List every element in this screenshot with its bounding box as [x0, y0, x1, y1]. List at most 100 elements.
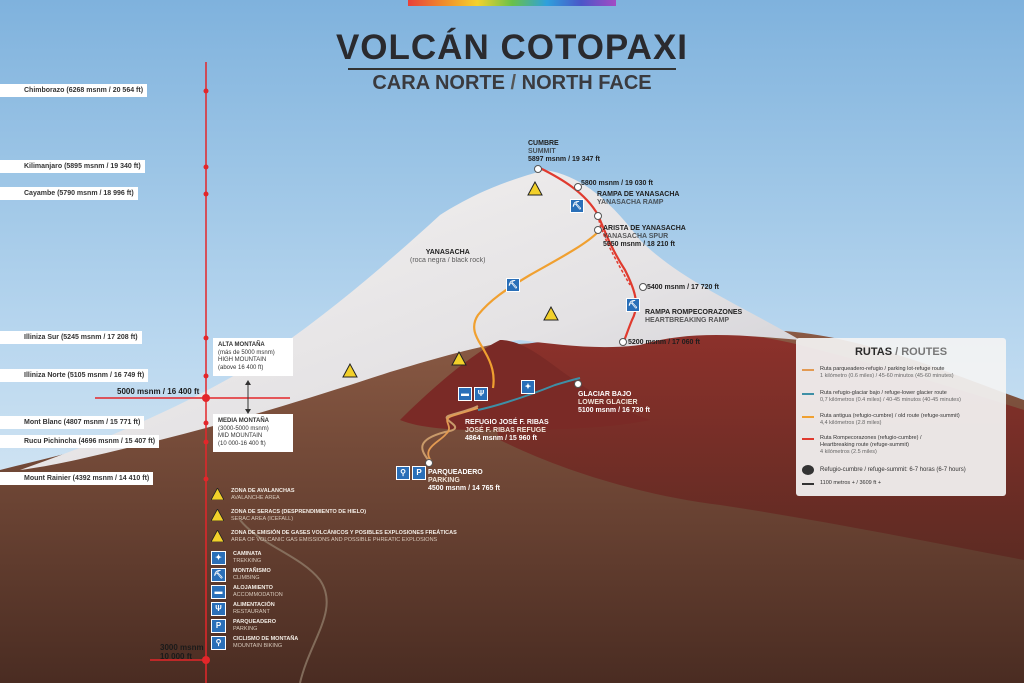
heartbreaking-route-dashed [597, 214, 631, 286]
route-3-line2: Heartbreaking route (refuge-summit) [820, 442, 909, 448]
subtitle-en: NORTH FACE [521, 72, 652, 94]
summit-label: CUMBRE SUMMIT 5897 msnm / 19 347 ft [528, 140, 600, 164]
legend-avalanche-en: AVALANCHE AREA [231, 495, 280, 501]
arista-en: YANASACHA SPUR [603, 233, 669, 240]
glacier-marker[interactable] [574, 380, 582, 388]
legend-restaurant-es: ALIMENTACIÓN [233, 602, 275, 608]
restaurant-icon: Ψ [211, 602, 226, 616]
mid-zone-en: MID MOUNTAIN [218, 433, 263, 439]
snow-cap [20, 170, 800, 470]
parking-es: PARQUEADERO [428, 469, 483, 476]
marker-3000-dot [202, 656, 210, 664]
climbing-icon: ⛏ [506, 278, 520, 292]
route-0-line1: Ruta parqueadero-refugio / parking lot-r… [820, 366, 945, 372]
route-refuge-glacier: Ruta refugio-glaciar bajo / refuge-lower… [802, 390, 1002, 404]
legend-climbing-en: CLIMBING [233, 575, 260, 581]
route-swatch [802, 369, 814, 371]
route-0-line2: 1 kilómetro (0.6 miles) / 45-60 minutos … [820, 373, 954, 379]
serac-warning-icon [211, 509, 224, 521]
access-road [239, 519, 328, 683]
marker-5000-dot [202, 394, 210, 402]
refuge-label: REFUGIO JOSÉ F. RIBAS JOSÉ F. RIBAS REFU… [465, 419, 549, 443]
marker-3000-label-a: 3000 msnm [160, 643, 204, 652]
high-mountain-zone: ALTA MONTAÑA (más de 5000 msnm) HIGH MOU… [213, 338, 293, 376]
rompecorazones-es: RAMPA ROMPECORAZONES [645, 309, 743, 316]
route-1-line2: 0,7 kilómetros (0.4 miles) / 40-45 minut… [820, 397, 961, 403]
legend-parking-en: PARKING [233, 626, 258, 632]
climbing-icon: ⛏ [211, 568, 226, 582]
ramp-marker[interactable] [594, 212, 602, 220]
parking-icon: P [412, 466, 426, 480]
rainbow-strip [408, 0, 616, 6]
routes-legend: RUTAS / ROUTES Ruta parqueadero-refugio … [796, 338, 1006, 496]
legend-parking-es: PARQUEADERO [233, 619, 276, 625]
climbing-icon: ⛏ [626, 298, 640, 312]
glacier-label: GLACIAR BAJO LOWER GLACIER 5100 msnm / 1… [578, 391, 650, 415]
p5400-marker[interactable] [639, 283, 647, 291]
route-heartbreaking: Ruta Rompecorazones (refugio-cumbre) /He… [802, 435, 1002, 456]
page-title: VOLCÁN COTOPAXI [335, 28, 689, 67]
restaurant-icon: Ψ [474, 387, 488, 401]
avalanche-warning-icon [211, 488, 224, 500]
high-zone-en: HIGH MOUNTAIN [218, 357, 267, 363]
mid-zone-es: MEDIA MONTAÑA [218, 418, 269, 424]
route-swatch [802, 438, 814, 440]
route-time-text: Refugio-cumbre / refuge-summit: 6-7 hora… [820, 467, 966, 473]
subtitle-es: CARA NORTE [372, 72, 505, 94]
route-time-note: Refugio-cumbre / refuge-summit: 6-7 hora… [802, 465, 1002, 475]
legend-biking-es: CICLISMO DE MONTAÑA [233, 636, 299, 642]
parking-marker[interactable] [425, 459, 433, 467]
bicycle-icon: ⚲ [211, 636, 226, 650]
title-divider [348, 68, 676, 70]
parking-label: PARQUEADERO PARKING 4500 msnm / 14 765 f… [428, 469, 500, 493]
summit-marker[interactable] [534, 165, 542, 173]
legend-accommodation-en: ACCOMMODATION [233, 592, 283, 598]
arista-es: ARISTA DE YANASACHA [603, 225, 686, 232]
gas-warning-icon [211, 530, 224, 542]
legend-gas-en: AREA OF VOLCANIC GAS EMISSIONS AND POSSI… [231, 537, 438, 543]
legend-restaurant-en: RESTAURANT [233, 609, 270, 615]
hiking-icon: ✦ [521, 380, 535, 394]
old-route [473, 231, 599, 389]
peak-label-mont-blanc: Mont Blanc (4807 msnm / 15 771 ft) [0, 416, 145, 429]
high-zone-es: ALTA MONTAÑA [218, 342, 265, 348]
peak-label-mount-rainier: Mount Rainier (4392 msnm / 14 410 ft) [0, 472, 154, 485]
peak-label-kilimanjaro: Kilimanjaro (5895 msnm / 19 340 ft) [0, 160, 145, 173]
yanasacha-es: YANASACHA [425, 249, 470, 256]
glacier-en: LOWER GLACIER [578, 399, 638, 406]
route-3-line1: Ruta Rompecorazones (refugio-cumbre) / [820, 435, 922, 441]
ramp-yanasacha-es: RAMPA DE YANASACHA [597, 191, 680, 198]
peak-label-illiniza-norte: Illiniza Norte (5105 msnm / 16 749 ft) [0, 369, 149, 382]
mid-mountain-zone: MEDIA MONTAÑA (3000-5000 msnm) MID MOUNT… [213, 414, 293, 452]
route-gain-text: 1100 metros + / 3609 ft + [820, 480, 882, 486]
parking-refuge-route [427, 407, 479, 463]
peak-label-rucu-pichincha: Rucu Pichincha (4696 msnm / 15 407 ft) [0, 435, 160, 448]
summit-en: SUMMIT [528, 148, 556, 155]
refuge-glacier-route [477, 377, 581, 411]
yanasacha-label: YANASACHA (roca negra / black rock) [410, 249, 485, 265]
legend-item-gas: ZONA DE EMISIÓN DE GASES VOLCÁNICOS Y PO… [211, 530, 457, 544]
hiking-icon: ✦ [211, 551, 226, 565]
arista-marker[interactable] [594, 226, 602, 234]
route-2-line2: 4,4 kilómetros (2.8 miles) [820, 420, 882, 426]
bicycle-icon: ⚲ [396, 466, 410, 480]
rompecorazones-label: RAMPA ROMPECORAZONES HEARTBREAKING RAMP [645, 309, 742, 325]
parking-icon: P [211, 619, 226, 633]
mid-zone-es-range: (3000-5000 msnm) [218, 425, 269, 432]
route-parking-refuge: Ruta parqueadero-refugio / parking lot-r… [802, 366, 1002, 380]
refuge-elev: 4864 msnm / 15 960 ft [465, 435, 537, 442]
p5800-marker[interactable] [574, 183, 582, 191]
legend-serac-es: ZONA DE SERACS (DESPRENDIMIENTO DE HIELO… [231, 509, 367, 515]
summit-elev: 5897 msnm / 19 347 ft [528, 156, 600, 163]
refuge-es: REFUGIO JOSÉ F. RIBAS [465, 419, 549, 426]
bed-icon: ▬ [458, 387, 472, 401]
route-old: Ruta antigua (refugio-cumbre) / old rout… [802, 413, 1002, 427]
marker-3000-label-b: 10 000 ft [160, 652, 193, 661]
glacier-es: GLACIAR BAJO [578, 391, 632, 398]
p5200-marker[interactable] [619, 338, 627, 346]
elevation-gain-icon [802, 483, 814, 485]
mid-zone-en-range: (10 000-16 400 ft) [218, 440, 266, 447]
